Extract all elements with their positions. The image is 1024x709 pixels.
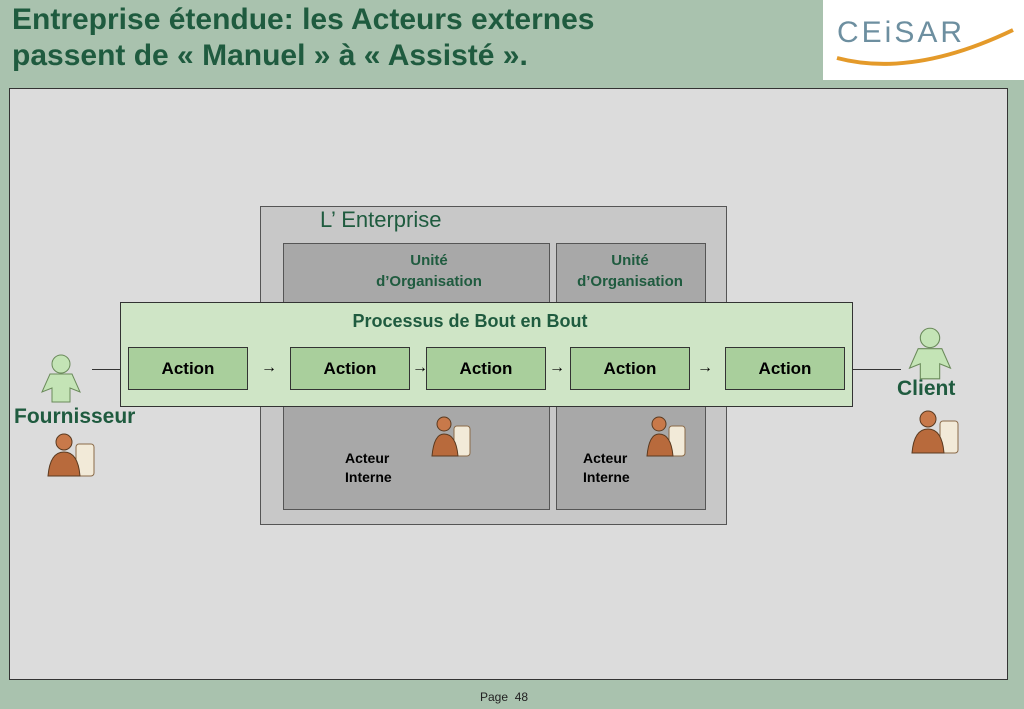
arrow-icon: → [412,359,428,376]
arrow-icon: → [697,359,713,376]
process-title: Processus de Bout en Bout [352,311,588,331]
title-line-2: passent de « Manuel » à « Assisté ». [12,39,528,72]
page-number: Page 48 [480,690,529,704]
client-label: Client [897,377,956,400]
action-box-4: Action [570,347,690,390]
client-user-icon [911,410,959,454]
supplier-user-icon [47,433,95,477]
action-box-3: Action [426,347,546,390]
action-box-5: Action [725,347,845,390]
action-box-1: Action [128,347,248,390]
page-title: Entreprise étendue: les Acteurs externes… [12,2,812,74]
client-connector-line [851,369,901,370]
supplier-label: Fournisseur [14,405,136,428]
org-unit-1-label: Unité d’Organisation [376,252,482,290]
supplier-person-icon [41,354,81,403]
internal-actor-2-icon [646,416,686,457]
footer-bar [0,686,1024,709]
logo-text: CEiSAR [837,16,966,49]
arrow-icon: → [261,359,277,376]
client-person-icon [908,327,952,380]
logo-swoosh-icon [836,28,1014,66]
internal-actor-1-icon [431,416,471,457]
arrow-icon: → [549,359,565,376]
title-line-1: Entreprise étendue: les Acteurs externes [12,3,595,36]
internal-actor-1-label: Acteur Interne [345,450,392,485]
logo-area [823,0,1024,80]
internal-actor-2-label: Acteur Interne [583,450,630,485]
org-unit-2-label: Unité d’Organisation [577,252,683,290]
action-box-2: Action [290,347,410,390]
supplier-connector-line [92,369,122,370]
enterprise-title: L’ Enterprise [320,207,442,232]
